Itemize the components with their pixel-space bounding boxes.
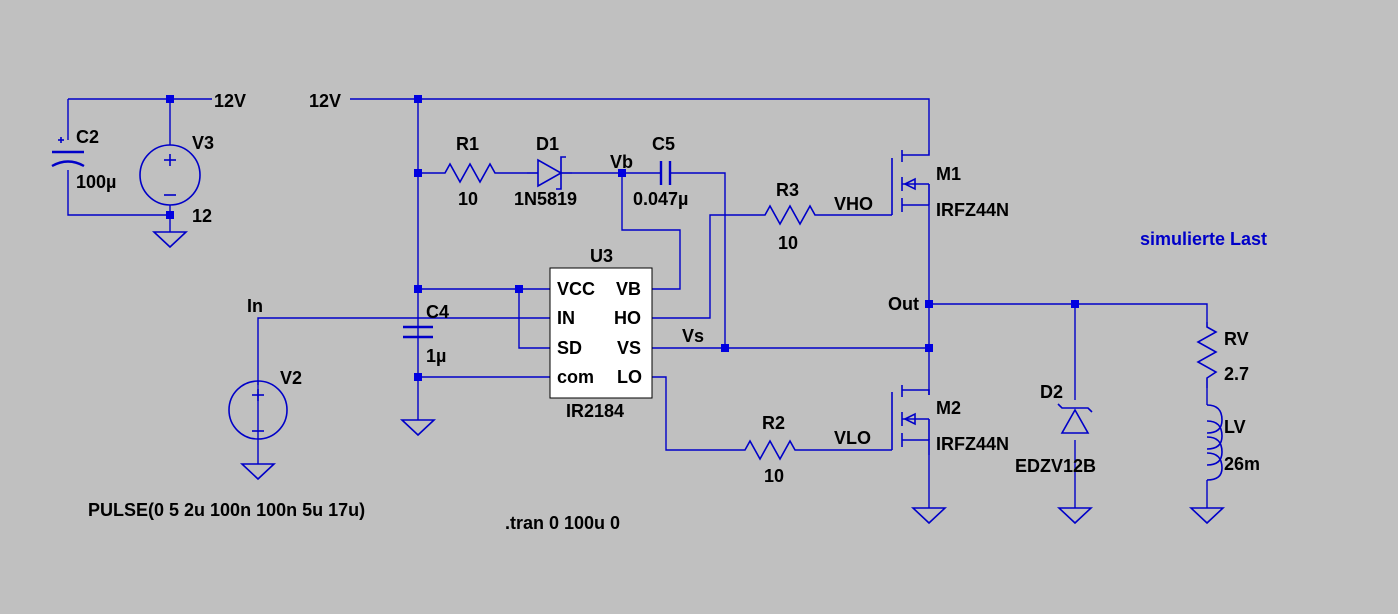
junction — [925, 300, 933, 308]
pin-com: com — [557, 367, 594, 387]
zener-diode-d2[interactable]: D2 EDZV12B — [1015, 382, 1096, 476]
pin-vcc: VCC — [557, 279, 595, 299]
label-rv-value: 2.7 — [1224, 364, 1249, 384]
label-v3-value: 12 — [192, 206, 212, 226]
label-c4-name: C4 — [426, 302, 449, 322]
label-m1-name: M1 — [936, 164, 961, 184]
label-u3-name: U3 — [590, 246, 613, 266]
ground-icon — [1056, 507, 1094, 525]
net-label-out: Out — [888, 294, 919, 314]
spice-directive[interactable]: .tran 0 100u 0 — [505, 513, 620, 533]
resistor-r3[interactable]: R3 10 — [760, 180, 820, 253]
label-v3-name: V3 — [192, 133, 214, 153]
resistor-r2[interactable]: R2 10 — [740, 413, 800, 486]
label-v2-value: PULSE(0 5 2u 100n 100n 5u 17u) — [88, 500, 365, 520]
label-m1-value: IRFZ44N — [936, 200, 1009, 220]
junction — [618, 169, 626, 177]
label-c2-value: 100µ — [76, 172, 116, 192]
label-d1-value: 1N5819 — [514, 189, 577, 209]
label-r1-value: 10 — [458, 189, 478, 209]
pin-in: IN — [557, 308, 575, 328]
resistor-r1[interactable]: R1 10 — [440, 134, 500, 209]
mosfet-m1[interactable]: M1 IRFZ44N — [891, 150, 1009, 220]
net-label-vb: Vb — [610, 152, 633, 172]
ground-icon — [1188, 507, 1226, 525]
ground-icon — [399, 419, 437, 437]
label-d2-name: D2 — [1040, 382, 1063, 402]
inductor-lv[interactable]: LV 26m — [1206, 404, 1260, 481]
net-label-12v-main: 12V — [309, 91, 341, 111]
ground-icon — [151, 231, 189, 249]
label-r3-name: R3 — [776, 180, 799, 200]
junction — [414, 373, 422, 381]
net-label-in: In — [247, 296, 263, 316]
voltage-source-v3[interactable]: V3 12 — [139, 133, 214, 226]
ground-icon — [910, 507, 948, 525]
voltage-source-v2[interactable]: V2 PULSE(0 5 2u 100n 100n 5u 17u) — [88, 368, 365, 520]
resistor-rv[interactable]: RV 2.7 — [1196, 322, 1249, 388]
junction — [515, 285, 523, 293]
junctions — [166, 95, 1079, 381]
label-m2-value: IRFZ44N — [936, 434, 1009, 454]
label-u3-value: IR2184 — [566, 401, 624, 421]
ic-u3[interactable]: U3 IR2184 VCC IN SD com VB HO VS LO — [549, 246, 653, 421]
pin-lo: LO — [617, 367, 642, 387]
label-lv-name: LV — [1224, 417, 1246, 437]
diode-d1[interactable]: D1 1N5819 — [514, 134, 577, 209]
label-rv-name: RV — [1224, 329, 1249, 349]
label-r2-value: 10 — [764, 466, 784, 486]
ground-icon — [239, 463, 277, 481]
net-label-12v-left: 12V — [214, 91, 246, 111]
capacitor-c4[interactable]: C4 1µ — [403, 302, 449, 366]
ground-symbols — [151, 231, 1226, 525]
pin-vs: VS — [617, 338, 641, 358]
label-c2-name: C2 — [76, 127, 99, 147]
junction — [166, 95, 174, 103]
pin-sd: SD — [557, 338, 582, 358]
capacitor-c2[interactable]: C2 100µ — [51, 127, 116, 192]
label-m2-name: M2 — [936, 398, 961, 418]
capacitor-c5[interactable]: C5 0.047µ — [633, 134, 688, 209]
label-c5-name: C5 — [652, 134, 675, 154]
label-v2-name: V2 — [280, 368, 302, 388]
pin-ho: HO — [614, 308, 641, 328]
junction — [1071, 300, 1079, 308]
label-c4-value: 1µ — [426, 346, 446, 366]
net-label-vho: VHO — [834, 194, 873, 214]
label-r2-name: R2 — [762, 413, 785, 433]
junction — [166, 211, 174, 219]
wires — [67, 98, 1208, 508]
label-r3-value: 10 — [778, 233, 798, 253]
junction — [925, 344, 933, 352]
pin-vb: VB — [616, 279, 641, 299]
junction — [414, 169, 422, 177]
junction — [414, 285, 422, 293]
mosfet-m2[interactable]: M2 IRFZ44N — [891, 385, 1009, 455]
label-d1-name: D1 — [536, 134, 559, 154]
net-label-vlo: VLO — [834, 428, 871, 448]
junction — [721, 344, 729, 352]
label-c5-value: 0.047µ — [633, 189, 688, 209]
label-lv-value: 26m — [1224, 454, 1260, 474]
net-label-vs: Vs — [682, 326, 704, 346]
label-r1-name: R1 — [456, 134, 479, 154]
label-d2-value: EDZV12B — [1015, 456, 1096, 476]
comment-simulated-load: simulierte Last — [1140, 229, 1267, 249]
junction — [414, 95, 422, 103]
